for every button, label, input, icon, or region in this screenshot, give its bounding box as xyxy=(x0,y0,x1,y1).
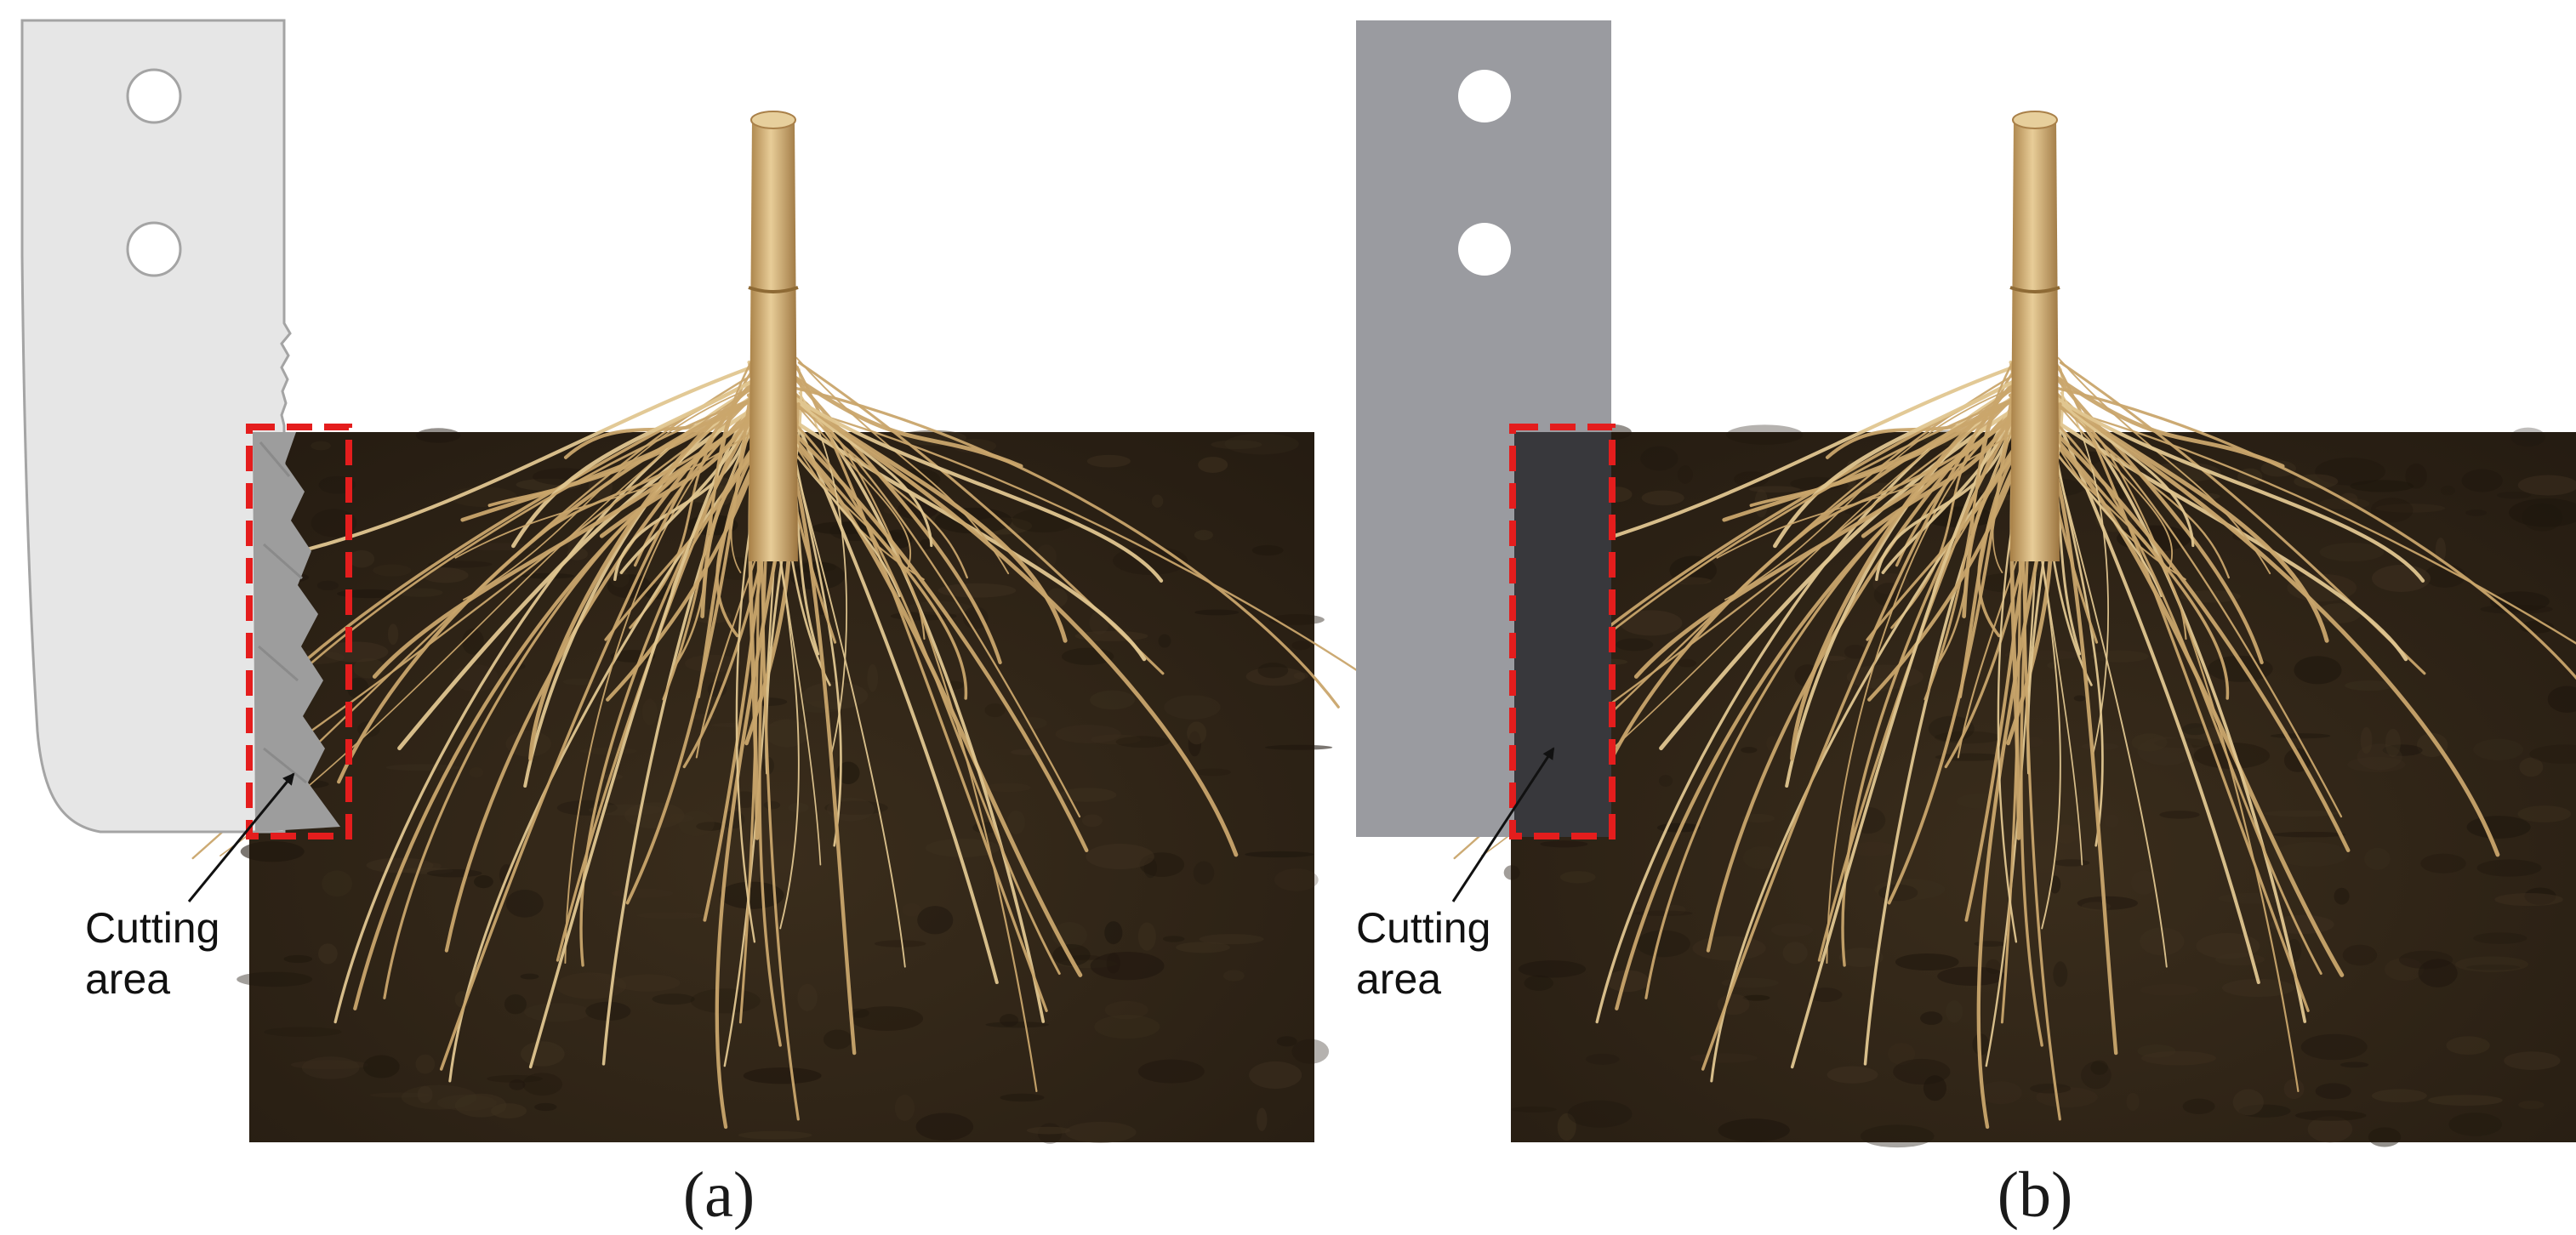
arrow-icon xyxy=(187,772,295,902)
bolt-hole-icon xyxy=(1458,223,1511,276)
bolt-hole-icon xyxy=(126,68,182,124)
bolt-hole-icon xyxy=(1458,70,1511,122)
stalk-icon xyxy=(2009,111,2060,561)
bolt-hole-icon xyxy=(126,221,182,277)
callout-label-line2: area xyxy=(85,955,170,1003)
worn-edge-region xyxy=(253,432,340,832)
worn-blade-body xyxy=(20,19,292,834)
intact-edge-region xyxy=(1514,432,1611,837)
panel-b: Cutting area (b) xyxy=(1356,20,2576,1231)
callout-label-line2: area xyxy=(1356,955,1441,1003)
cutting-area-highlight xyxy=(1509,424,1616,839)
panel-label: (a) xyxy=(683,1159,755,1231)
stalk-icon xyxy=(748,111,799,561)
blade-icon xyxy=(20,19,340,834)
callout-label-line1: Cutting xyxy=(1356,904,1490,952)
cutting-area-highlight xyxy=(246,424,352,839)
soil-texture xyxy=(214,428,1333,1144)
arrow-icon xyxy=(1451,747,1555,902)
panel-label: (b) xyxy=(1998,1159,2073,1231)
panel-a: Cutting area (a) xyxy=(20,19,1489,1231)
callout-label-line1: Cutting xyxy=(85,904,219,952)
